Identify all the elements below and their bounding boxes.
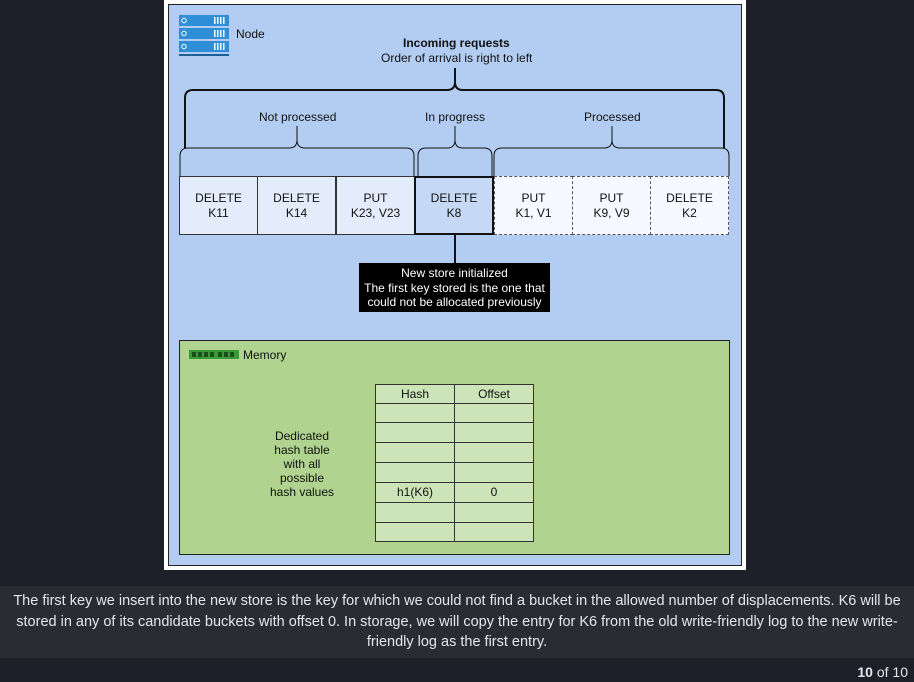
hash-cell: h1(K6): [375, 482, 455, 503]
request-arg: K8: [446, 205, 462, 220]
request-arg: K23, V23: [350, 205, 401, 220]
not-processed-brace: [179, 126, 415, 176]
total-slide-count: 10: [892, 664, 908, 680]
offset-cell: [454, 442, 534, 463]
request-cell-processed: PUT K9, V9: [572, 176, 651, 235]
request-cell-processed: DELETE K2: [650, 176, 729, 235]
request-arg: K2: [682, 205, 697, 220]
request-arg: K11: [208, 205, 229, 220]
callout-line: New store initialized: [401, 266, 508, 280]
server-icon: [179, 15, 229, 56]
hash-cell: [375, 403, 455, 423]
incoming-requests-title: Incoming requests: [403, 36, 510, 50]
hash-column-header: Hash: [375, 384, 455, 404]
offset-cell: [454, 522, 534, 542]
note-line: hash table: [274, 443, 330, 457]
request-cell: DELETE K14: [257, 176, 336, 235]
all-requests-brace: [184, 68, 725, 148]
request-op: PUT: [599, 190, 624, 205]
in-progress-label: In progress: [425, 110, 486, 124]
node-label: Node: [236, 27, 265, 41]
request-op: PUT: [521, 190, 546, 205]
request-op: DELETE: [273, 190, 320, 205]
processed-brace: [493, 126, 730, 176]
incoming-requests-subtitle: Order of arrival is right to left: [381, 51, 533, 65]
request-op: DELETE: [666, 190, 713, 205]
hash-cell: [375, 522, 455, 542]
request-arg: K1, V1: [515, 205, 552, 220]
note-line: Dedicated: [274, 429, 330, 443]
request-cell-in-progress: DELETE K8: [414, 176, 494, 235]
offset-cell: [454, 462, 534, 483]
braces-overlay: [179, 68, 730, 533]
current-slide-number: 10: [857, 664, 873, 680]
note-line: possible: [279, 471, 325, 485]
request-arg: K14: [285, 205, 308, 220]
hash-cell: [375, 462, 455, 483]
processed-label: Processed: [584, 110, 641, 124]
request-cell-processed: PUT K1, V1: [494, 176, 573, 235]
offset-cell: [454, 403, 534, 423]
pager-separator: of: [876, 664, 889, 680]
note-line: with all: [283, 457, 321, 471]
callout-line: The first key stored is the one that: [364, 280, 545, 295]
hash-cell: [375, 422, 455, 443]
slide-pager: 10 of 10: [857, 664, 908, 680]
request-cell: DELETE K11: [179, 176, 258, 235]
note-line: hash values: [269, 485, 335, 499]
request-op: DELETE: [195, 190, 242, 205]
callout-line: could not be allocated previously: [367, 295, 542, 309]
offset-cell: [454, 502, 534, 523]
request-arg: K9, V9: [593, 205, 630, 220]
offset-column-header: Offset: [454, 384, 534, 404]
in-progress-brace: [417, 126, 493, 176]
store-initialized-callout: New store initialized The first key stor…: [359, 263, 550, 312]
request-cell: PUT K23, V23: [336, 176, 415, 235]
memory-module-icon: [189, 350, 239, 359]
hash-table-note: Dedicated hash table with all possible h…: [262, 429, 342, 499]
memory-label: Memory: [243, 348, 287, 362]
offset-cell: [454, 422, 534, 443]
slide-caption: The first key we insert into the new sto…: [0, 586, 914, 658]
offset-cell: 0: [454, 482, 534, 503]
not-processed-label: Not processed: [259, 110, 337, 124]
hash-cell: [375, 442, 455, 463]
hash-cell: [375, 502, 455, 523]
request-op: DELETE: [430, 190, 478, 205]
request-op: PUT: [363, 190, 388, 205]
